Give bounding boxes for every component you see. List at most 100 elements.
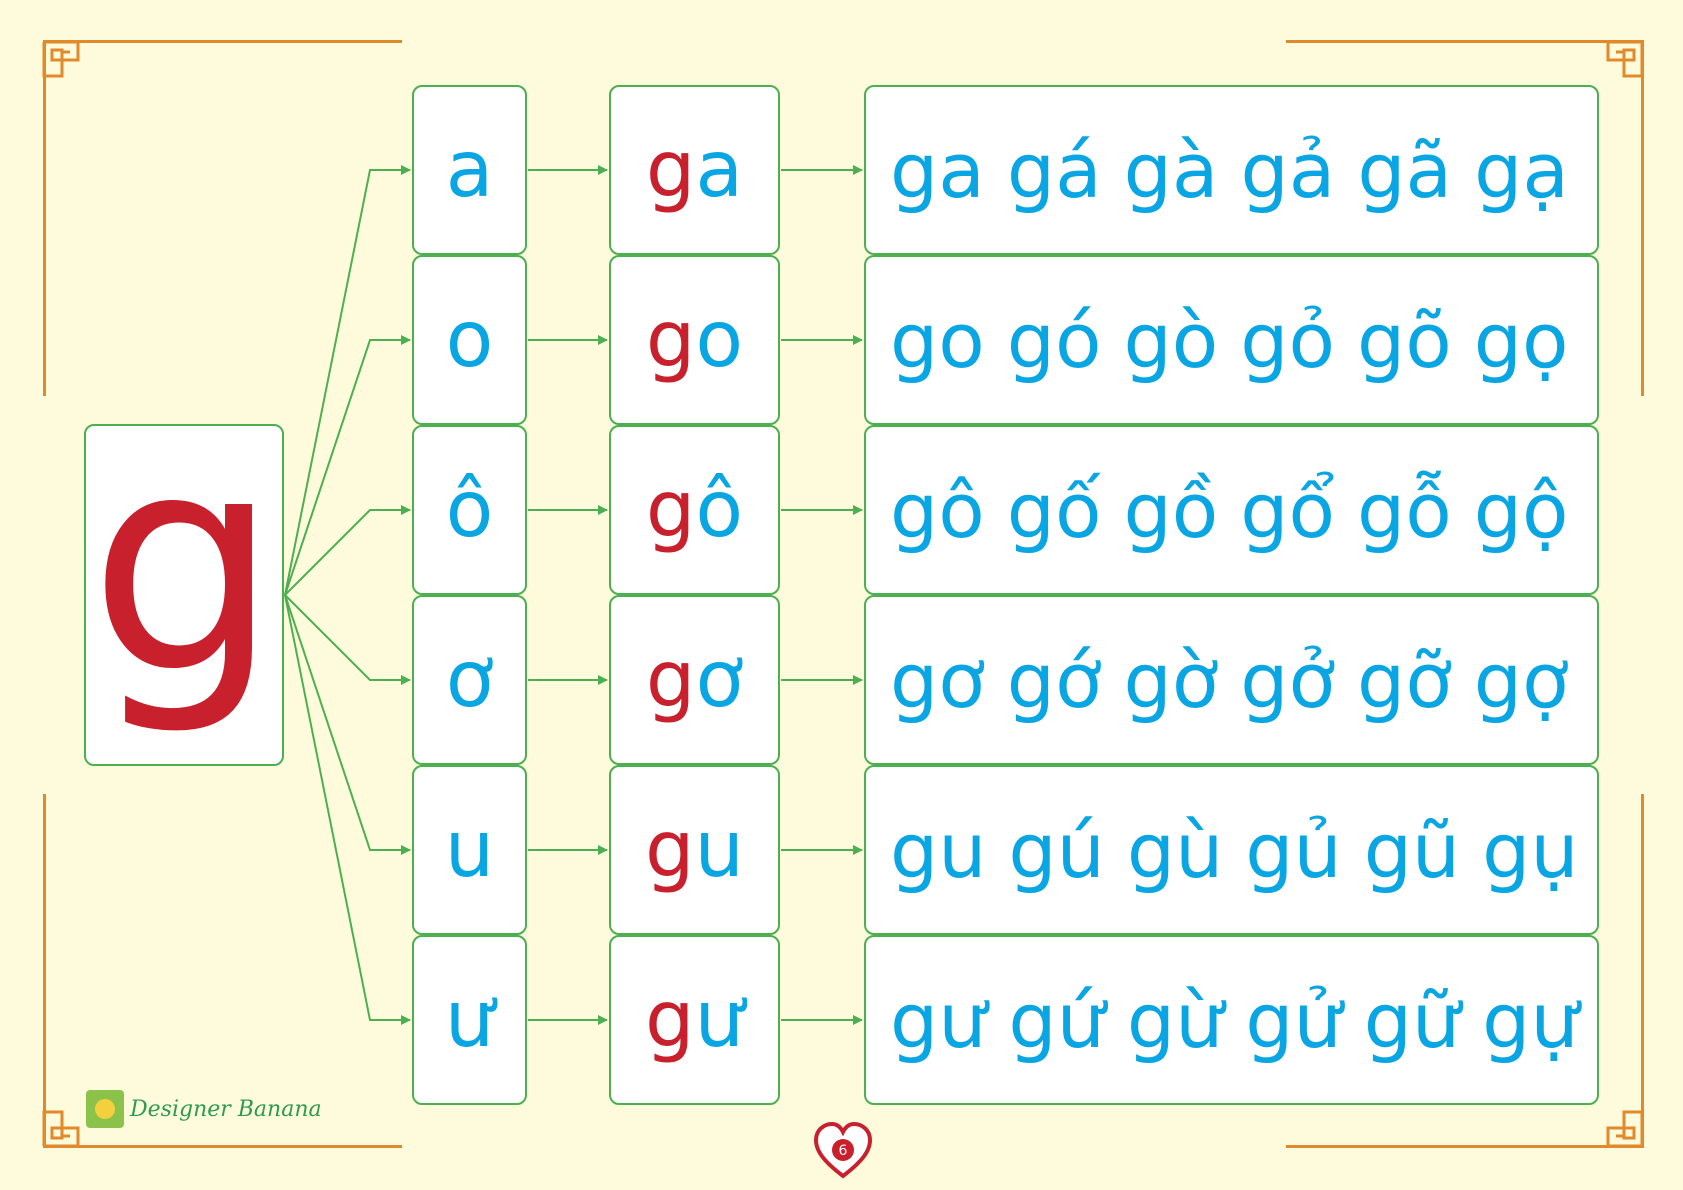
vowel-card: ô <box>412 425 527 595</box>
syllable-consonant: g <box>645 975 695 1065</box>
syllable-card: gơ <box>609 595 780 765</box>
vowel-letter: ơ <box>445 635 494 725</box>
brand-logo: Designer Banana <box>86 1090 322 1128</box>
tone-variant: gồ <box>1123 465 1219 555</box>
tone-variant: gư <box>890 975 987 1065</box>
tone-variant: gu <box>890 805 987 895</box>
frame-top-right <box>1286 40 1644 43</box>
tone-variant: gớ <box>1006 635 1102 725</box>
vowel-card: o <box>412 255 527 425</box>
consonant-card: g <box>84 415 284 766</box>
tone-variant: gỗ <box>1357 465 1452 555</box>
syllable-consonant: g <box>645 635 696 725</box>
frame-right-upper <box>1641 40 1644 396</box>
tone-variant: ga <box>890 125 985 215</box>
tone-variant: gừ <box>1126 975 1224 1065</box>
syllable-card: gu <box>609 765 780 935</box>
syllable-vowel: o <box>695 295 744 385</box>
syllable-card: gư <box>609 935 780 1105</box>
vowel-letter: o <box>445 295 494 385</box>
syllable: gu <box>645 805 744 895</box>
syllable-consonant: g <box>645 125 696 215</box>
frame-left-lower <box>43 794 46 1148</box>
vowel-card: ơ <box>412 595 527 765</box>
page-number: 6 <box>839 1143 848 1159</box>
tone-variant: gù <box>1126 805 1224 895</box>
consonant-to-vowel-arrow <box>284 165 411 596</box>
syllable-consonant: g <box>645 465 696 555</box>
syllable-card: go <box>609 255 780 425</box>
tone-variant: gó <box>1006 295 1102 385</box>
tone-variant: gứ <box>1008 975 1105 1065</box>
tone-variant: gỡ <box>1357 635 1452 725</box>
tone-variant: gố <box>1006 465 1102 555</box>
syllable: gơ <box>646 635 743 725</box>
tone-variant: gộ <box>1473 465 1569 555</box>
vowel-letter: ư <box>444 975 495 1065</box>
frame-right-lower <box>1641 794 1644 1148</box>
tone-variant: gổ <box>1240 465 1335 555</box>
frame-bottom-left <box>44 1145 402 1148</box>
corner-ornament-bottom-left <box>42 1110 80 1148</box>
tone-variant: go <box>890 295 985 385</box>
syllable-vowel: u <box>694 805 744 895</box>
page-number-badge: 6 <box>813 1122 873 1179</box>
consonant-to-vowel-arrow <box>284 505 411 596</box>
vowel-card: ư <box>412 935 527 1105</box>
syllable: gô <box>646 465 743 555</box>
tone-variant: gủ <box>1245 805 1342 895</box>
tone-variant: gử <box>1245 975 1342 1065</box>
tone-variant: gô <box>890 465 985 555</box>
tone-variant: gả <box>1240 125 1336 215</box>
syllable-vowel: a <box>695 125 744 215</box>
syllable-card: ga <box>609 85 780 255</box>
consonant-to-vowel-arrow <box>284 594 411 1025</box>
vowel-letter: a <box>445 125 494 215</box>
syllable: ga <box>646 125 743 215</box>
syllable-vowel: ô <box>695 465 744 555</box>
consonant-to-vowel-arrow <box>284 335 411 596</box>
tone-variant: gò <box>1123 295 1219 385</box>
tone-variant: gợ <box>1473 635 1569 725</box>
syllable-vowel: ơ <box>695 635 744 725</box>
tone-variant: gự <box>1482 975 1579 1065</box>
tone-variant: gơ <box>890 635 985 725</box>
consonant-letter: g <box>88 390 280 739</box>
tone-variant: gú <box>1008 805 1105 895</box>
frame-bottom-right <box>1286 1145 1644 1148</box>
corner-ornament-bottom-right <box>1606 1110 1644 1148</box>
syllable-consonant: g <box>645 295 696 385</box>
syllable: gư <box>645 975 744 1065</box>
syllable-vowel: ư <box>694 975 744 1065</box>
syllable-consonant: g <box>645 805 695 895</box>
tone-variant: gờ <box>1123 635 1219 725</box>
consonant-to-vowel-arrow <box>284 594 411 855</box>
vowel-letter: u <box>444 805 495 895</box>
tone-variant: gã <box>1357 125 1453 215</box>
tone-variant: gạ <box>1474 125 1569 215</box>
tone-variant: gỏ <box>1240 295 1335 385</box>
tone-variant: gũ <box>1363 805 1461 895</box>
tone-variant: gọ <box>1473 295 1569 385</box>
syllable-card: gô <box>609 425 780 595</box>
tone-variant: gụ <box>1482 805 1579 895</box>
corner-ornament-top-left <box>42 40 80 78</box>
vowel-card: u <box>412 765 527 935</box>
tone-variant: gà <box>1123 125 1219 215</box>
tone-variant: gõ <box>1357 295 1452 385</box>
banana-logo-icon <box>86 1090 124 1128</box>
tone-variant: gở <box>1240 635 1335 725</box>
brand-name: Designer Banana <box>130 1096 322 1122</box>
syllable: go <box>646 295 743 385</box>
frame-left-upper <box>43 40 46 396</box>
corner-ornament-top-right <box>1606 40 1644 78</box>
consonant-to-vowel-arrow <box>284 594 411 685</box>
frame-top-left <box>44 40 402 43</box>
